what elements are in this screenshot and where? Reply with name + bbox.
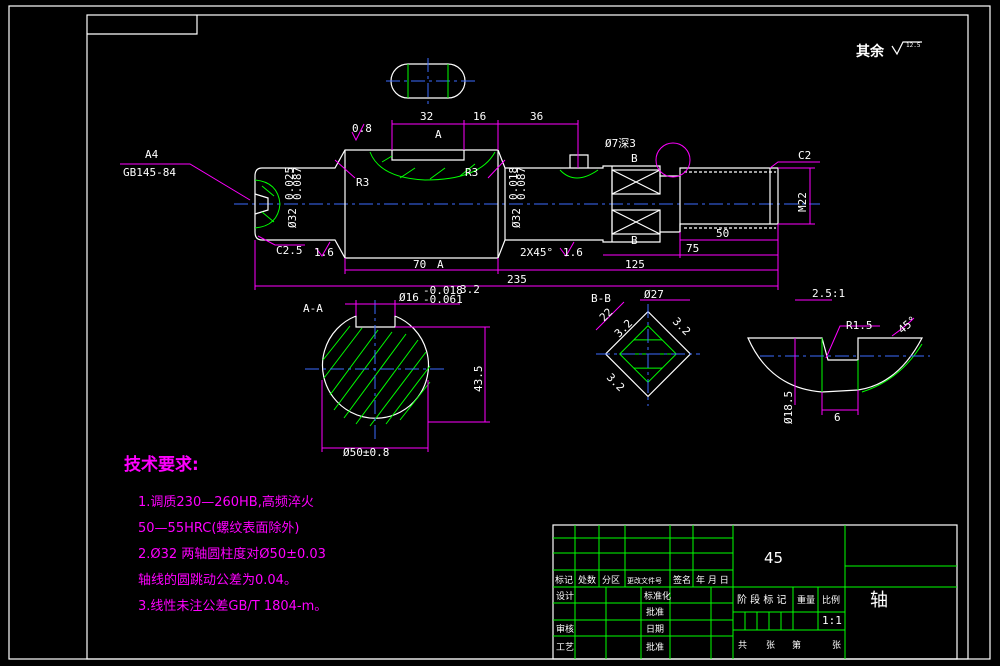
dim-125: 125 bbox=[625, 258, 645, 271]
bb-dim-r1: 3.2 bbox=[612, 317, 635, 340]
rev-header-5: 签名 bbox=[673, 574, 691, 586]
section-mark-a-top: A bbox=[435, 128, 442, 141]
dim-hole: Ø7深3 bbox=[605, 137, 636, 150]
stage-header: 阶 段 标 记 bbox=[737, 593, 787, 606]
detail-dim-6: 6 bbox=[834, 411, 841, 424]
dim-235: 235 bbox=[507, 273, 527, 286]
bb-dim-r3: 3.2 bbox=[604, 371, 627, 394]
rev-header-3: 分区 bbox=[602, 575, 620, 586]
title-block: 45 轴 标记 处数 分区 更改文件号 签名 年 月 日 设计 审核 工艺 标准… bbox=[552, 524, 958, 660]
aa-dim-key-tol-up: -0.018 bbox=[423, 284, 463, 297]
dim-m22: M22 bbox=[796, 192, 809, 212]
dim-c2: C2 bbox=[798, 149, 811, 162]
dim-r3-right: R3 bbox=[465, 166, 478, 179]
tech-req-line-2: 50—55HRC(螺纹表面除外) bbox=[138, 521, 299, 536]
tech-req-line-1: 1.调质230—260HB,高频淬火 bbox=[138, 494, 314, 510]
keyway-top-view bbox=[386, 58, 475, 104]
dim-tol-right-dn: 0.087 bbox=[515, 167, 528, 200]
dim-32: 32 bbox=[420, 110, 433, 123]
rev-header-6: 年 月 日 bbox=[696, 574, 729, 586]
dim-tol-left-up: 0.025 bbox=[283, 167, 296, 200]
section-a-a: A-A Ø16 -0.018 -0.061 3.2 43.5 Ø50±0.8 bbox=[303, 283, 490, 459]
rev-header-4: 更改文件号 bbox=[627, 576, 662, 585]
detail-view: 2.5:1 R1.5 45° Ø18.5 6 bbox=[747, 287, 930, 424]
dim-tol-left-dn: 0.087 bbox=[291, 167, 304, 200]
aa-dim-depth: 43.5 bbox=[472, 366, 485, 393]
section-aa-title: A-A bbox=[303, 302, 323, 315]
weight-header: 重量 bbox=[797, 594, 815, 606]
scale-value: 1:1 bbox=[822, 614, 842, 627]
dim-36: 36 bbox=[530, 110, 543, 123]
section-mark-b-top: B bbox=[631, 152, 638, 165]
main-view-dims bbox=[254, 120, 820, 290]
sheet-no-label: 第 bbox=[792, 639, 801, 651]
tech-req-title: 技术要求: bbox=[124, 454, 199, 475]
sheet-unit-2: 张 bbox=[832, 640, 841, 651]
detail-dim-45: 45° bbox=[896, 314, 920, 337]
dim-2x45: 2X45° bbox=[520, 246, 553, 259]
dim-1-6-left: 1.6 bbox=[314, 246, 334, 259]
section-b-b: B-B Ø27 22 3.2 3.2 3.2 bbox=[591, 288, 700, 406]
dim-1-6-right: 1.6 bbox=[563, 246, 583, 259]
label-review: 审核 bbox=[556, 623, 574, 635]
detail-scale: 2.5:1 bbox=[812, 287, 845, 300]
label-design: 设计 bbox=[556, 590, 574, 602]
technical-requirements: 技术要求: 1.调质230—260HB,高频淬火 50—55HRC(螺纹表面除外… bbox=[124, 454, 327, 614]
sheet-unit-1: 张 bbox=[766, 640, 775, 651]
tech-req-line-4: 轴线的圆跳动公差为0.04。 bbox=[138, 572, 297, 588]
aa-dim-rough: 3.2 bbox=[460, 283, 480, 296]
section-bb-title: B-B bbox=[591, 292, 611, 305]
dim-tol-right-up: 0.018 bbox=[507, 167, 520, 200]
surface-note-symbol: 12.5 bbox=[906, 42, 921, 49]
section-mark-b-bot: B bbox=[631, 234, 638, 247]
aa-dim-dia: Ø50±0.8 bbox=[343, 446, 389, 459]
label-approve-2: 批准 bbox=[646, 641, 664, 653]
dim-70: 70 bbox=[413, 258, 426, 271]
section-mark-a-bot: A bbox=[437, 258, 444, 271]
label-date: 日期 bbox=[646, 624, 664, 635]
surface-note: 其余 12.5 bbox=[856, 41, 922, 60]
bb-dim-22: 22 bbox=[597, 306, 616, 325]
drawing-frame bbox=[8, 5, 991, 660]
pin-spec: GB145-84 bbox=[123, 166, 176, 179]
rev-header-1: 标记 bbox=[555, 574, 573, 586]
tech-req-line-3: 2.Ø32 两轴圆柱度对Ø50±0.03 bbox=[138, 546, 326, 562]
detail-dim-phi: Ø18.5 bbox=[782, 391, 795, 424]
dim-c2-5: C2.5 bbox=[276, 244, 303, 257]
dim-50: 50 bbox=[716, 227, 729, 240]
material: 45 bbox=[764, 549, 783, 567]
pin-label: A4 bbox=[145, 148, 159, 161]
part-name: 轴 bbox=[870, 590, 888, 611]
aa-dim-key-tol-dn: -0.061 bbox=[423, 293, 463, 306]
rev-header-2: 处数 bbox=[578, 574, 596, 586]
bb-dim-r2: 3.2 bbox=[670, 315, 693, 338]
detail-dim-r15: R1.5 bbox=[846, 319, 873, 332]
dim-75: 75 bbox=[686, 242, 699, 255]
label-approve-1: 批准 bbox=[646, 606, 664, 618]
dim-phi32-right: Ø32 bbox=[510, 208, 523, 228]
label-process: 工艺 bbox=[556, 642, 574, 653]
roughness-symbol-icon bbox=[891, 41, 922, 56]
label-standard: 标准化 bbox=[644, 590, 671, 602]
shaft-main-view bbox=[120, 142, 820, 259]
dim-16: 16 bbox=[473, 110, 486, 123]
dim-roughness-0-8: 0.8 bbox=[352, 122, 372, 135]
dim-phi32-left: Ø32 bbox=[286, 208, 299, 228]
tech-req-line-5: 3.线性未注公差GB/T 1804-m。 bbox=[138, 599, 327, 614]
bb-dim-phi27: Ø27 bbox=[644, 288, 664, 301]
surface-note-text: 其余 bbox=[856, 43, 885, 60]
scale-header: 比例 bbox=[822, 594, 840, 606]
aa-dim-key: Ø16 bbox=[399, 291, 419, 304]
sheet-total-label: 共 bbox=[738, 640, 747, 651]
main-view-labels: A4 GB145-84 0.8 32 16 36 Ø7深3 A B B R3 R… bbox=[123, 110, 811, 286]
dim-r3-left: R3 bbox=[356, 176, 369, 189]
